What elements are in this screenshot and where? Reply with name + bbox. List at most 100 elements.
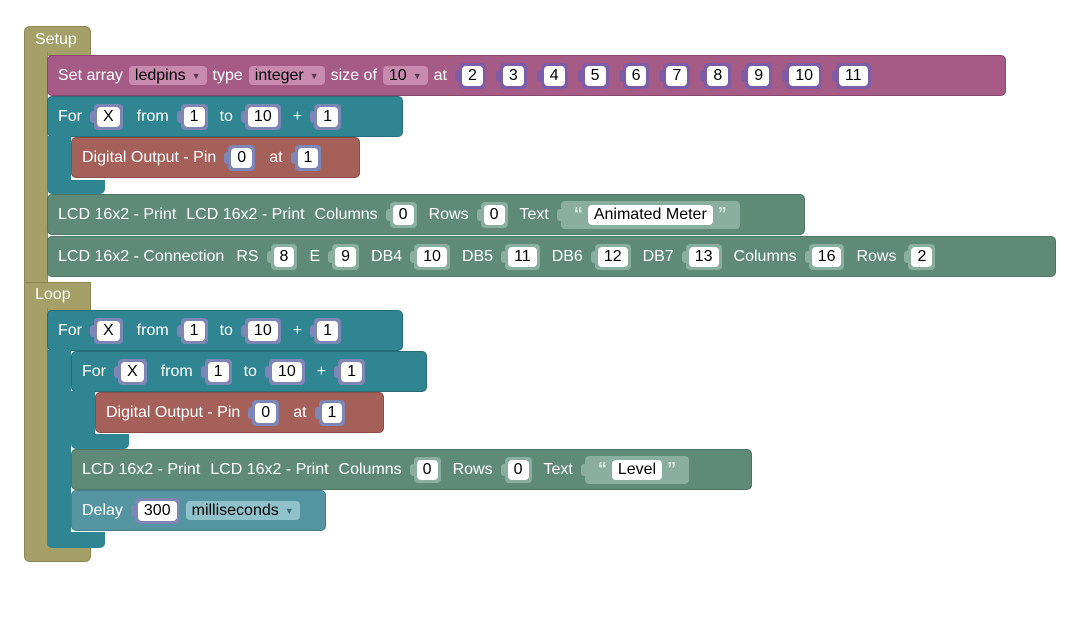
- output-value-field[interactable]: 1: [297, 147, 319, 168]
- delay-value-block[interactable]: 300: [130, 497, 180, 524]
- array-value-field[interactable]: 3: [502, 65, 524, 86]
- array-type-value: integer: [254, 66, 304, 84]
- rows-block[interactable]: 2: [904, 243, 936, 270]
- digital-output-block[interactable]: Digital Output - Pin 0 at 1: [71, 137, 360, 178]
- array-value-field[interactable]: 6: [625, 65, 647, 86]
- loop-var-block[interactable]: X: [90, 103, 123, 130]
- db5-field[interactable]: 11: [508, 246, 537, 267]
- loop-step-block[interactable]: 1: [310, 317, 341, 344]
- from-label: from: [160, 362, 193, 380]
- rs-field[interactable]: 8: [273, 246, 295, 267]
- string-block[interactable]: “ Animated Meter ”: [556, 200, 740, 229]
- delay-unit-dropdown[interactable]: milliseconds▼: [185, 501, 300, 520]
- array-value-block[interactable]: 4: [536, 62, 568, 89]
- array-value-field[interactable]: 9: [748, 65, 770, 86]
- array-value-field[interactable]: 5: [584, 65, 606, 86]
- loop-var-field[interactable]: X: [121, 361, 144, 382]
- db7-block[interactable]: 13: [681, 243, 722, 270]
- columns-field[interactable]: 0: [392, 204, 414, 225]
- array-name-dropdown[interactable]: ledpins▼: [128, 66, 207, 85]
- rows-field[interactable]: 0: [507, 459, 529, 480]
- lcd-connection-block[interactable]: LCD 16x2 - Connection RS 8 E 9 DB4 10 DB…: [47, 236, 1056, 277]
- loop-var-block[interactable]: X: [90, 317, 123, 344]
- e-block[interactable]: 9: [328, 243, 360, 270]
- db4-field[interactable]: 10: [417, 246, 447, 267]
- array-value-field[interactable]: 2: [461, 65, 483, 86]
- array-value-block[interactable]: 10: [782, 62, 822, 89]
- rows-block[interactable]: 0: [500, 456, 532, 483]
- text-field[interactable]: Level: [611, 459, 663, 480]
- loop-start-block[interactable]: 1: [176, 317, 208, 344]
- inner-for-loop-block[interactable]: For X from 1 to 10 + 1: [71, 351, 427, 392]
- rows-field[interactable]: 2: [911, 246, 933, 267]
- outer-for-loop-block[interactable]: For X from 1 to 10 + 1: [47, 310, 403, 351]
- delay-block[interactable]: Delay 300 milliseconds▼: [71, 490, 326, 531]
- array-value-block[interactable]: 7: [659, 62, 691, 89]
- digital-output-block[interactable]: Digital Output - Pin 0 at 1: [95, 392, 384, 433]
- array-value-block[interactable]: 9: [741, 62, 773, 89]
- array-value-field[interactable]: 7: [666, 65, 688, 86]
- array-value-block[interactable]: 6: [618, 62, 650, 89]
- rows-field[interactable]: 0: [483, 204, 505, 225]
- array-value-field[interactable]: 8: [707, 65, 729, 86]
- loop-start-block[interactable]: 1: [176, 103, 208, 130]
- loop-step-block[interactable]: 1: [310, 103, 341, 130]
- rs-block[interactable]: 8: [266, 243, 298, 270]
- db6-field[interactable]: 12: [597, 246, 628, 267]
- array-value-block[interactable]: 3: [495, 62, 527, 89]
- loop-step-field[interactable]: 1: [317, 106, 338, 127]
- rows-block[interactable]: 0: [476, 201, 508, 228]
- text-field[interactable]: Animated Meter: [587, 204, 713, 225]
- loop-start-field[interactable]: 1: [183, 320, 205, 341]
- loop-end-block[interactable]: 10: [264, 358, 305, 385]
- loop-var-block[interactable]: X: [114, 358, 147, 385]
- delay-value-field[interactable]: 300: [137, 500, 177, 521]
- array-value-block[interactable]: 8: [700, 62, 732, 89]
- string-block[interactable]: “ Level ”: [580, 455, 690, 484]
- from-label: from: [136, 321, 169, 339]
- loop-end-block[interactable]: 10: [240, 103, 281, 130]
- loop-end-field[interactable]: 10: [247, 320, 278, 341]
- db5-block[interactable]: 11: [501, 243, 540, 270]
- output-value-block[interactable]: 1: [314, 399, 346, 426]
- loop-start-field[interactable]: 1: [183, 106, 205, 127]
- set-array-block[interactable]: Set array ledpins▼ type integer▼ size of…: [47, 55, 1006, 96]
- array-value-field[interactable]: 11: [839, 65, 868, 86]
- db6-block[interactable]: 12: [590, 243, 631, 270]
- for-loop-block[interactable]: For X from 1 to 10 + 1: [47, 96, 403, 137]
- db4-block[interactable]: 10: [410, 243, 450, 270]
- columns-field[interactable]: 0: [416, 459, 438, 480]
- array-value-field[interactable]: 4: [543, 65, 565, 86]
- pin-block[interactable]: 0: [224, 144, 256, 171]
- lcd-print-block[interactable]: LCD 16x2 - Print LCD 16x2 - Print Column…: [47, 194, 805, 235]
- loop-step-field[interactable]: 1: [317, 320, 338, 341]
- array-value-block[interactable]: 2: [454, 62, 486, 89]
- loop-end-field[interactable]: 10: [247, 106, 278, 127]
- loop-step-block[interactable]: 1: [334, 358, 365, 385]
- array-value-block[interactable]: 11: [832, 62, 871, 89]
- loop-block[interactable]: [24, 282, 91, 312]
- pin-field[interactable]: 0: [255, 402, 277, 423]
- array-type-dropdown[interactable]: integer▼: [248, 66, 325, 85]
- array-value-block[interactable]: 5: [577, 62, 609, 89]
- pin-block[interactable]: 0: [248, 399, 280, 426]
- e-field[interactable]: 9: [335, 246, 357, 267]
- array-value-field[interactable]: 10: [789, 65, 819, 86]
- lcd-print-block[interactable]: LCD 16x2 - Print LCD 16x2 - Print Column…: [71, 449, 752, 490]
- loop-start-block[interactable]: 1: [200, 358, 232, 385]
- columns-block[interactable]: 0: [385, 201, 417, 228]
- columns-block[interactable]: 0: [409, 456, 441, 483]
- db7-field[interactable]: 13: [688, 246, 719, 267]
- loop-end-block[interactable]: 10: [240, 317, 281, 344]
- loop-start-field[interactable]: 1: [207, 361, 229, 382]
- pin-field[interactable]: 0: [231, 147, 253, 168]
- loop-var-field[interactable]: X: [97, 320, 120, 341]
- loop-end-field[interactable]: 10: [271, 361, 302, 382]
- columns-block[interactable]: 16: [804, 243, 845, 270]
- output-value-block[interactable]: 1: [290, 144, 322, 171]
- loop-step-field[interactable]: 1: [341, 361, 362, 382]
- array-size-dropdown[interactable]: 10▼: [382, 66, 428, 85]
- columns-field[interactable]: 16: [811, 246, 842, 267]
- output-value-field[interactable]: 1: [321, 402, 343, 423]
- loop-var-field[interactable]: X: [97, 106, 120, 127]
